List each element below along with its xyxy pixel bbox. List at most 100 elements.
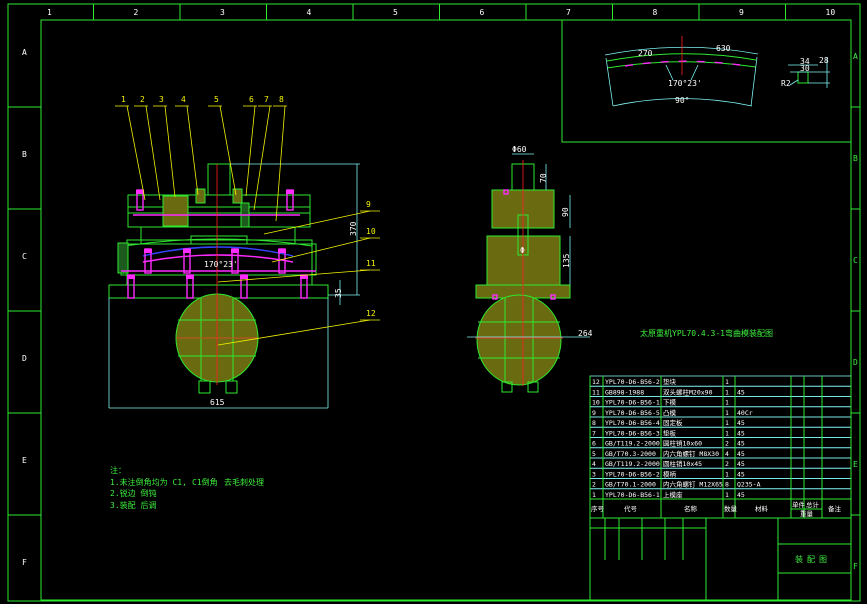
part-leader-label: 6 [249, 95, 254, 104]
detail-view: 270 170°23' 630 90° 34 30 28 R2 [561, 20, 851, 143]
cell-qty: 1 [725, 409, 729, 417]
cell-name: 下模 [663, 398, 677, 407]
bolt-head-icon [286, 190, 294, 194]
cell-name: 固定板 [663, 418, 683, 427]
leader-line [253, 105, 271, 211]
border-row-label: C [22, 252, 27, 261]
cell-material: 45 [737, 419, 745, 427]
note-1: 1.未注倒角均为 C1, [110, 477, 187, 487]
header-single: 单件 [792, 500, 806, 509]
cell-no: 12 [592, 378, 600, 386]
cell-qty: 1 [725, 399, 729, 407]
cell-code: YPL70-D6-B56-1 [605, 399, 660, 407]
leader-line [164, 105, 176, 198]
part-leader-label: 4 [181, 95, 186, 104]
cell-qty: 1 [725, 419, 729, 427]
outer-frame [7, 3, 861, 602]
header-remark: 备注 [828, 504, 842, 513]
part-leader-label: 1 [121, 95, 126, 104]
dim-r2: R2 [781, 79, 791, 88]
dim-90deg: 90° [675, 96, 689, 105]
cell-name: 圆柱销10x60 [663, 439, 702, 448]
border-row-label-right: A [853, 52, 858, 61]
border-row-label-right: F [853, 562, 858, 571]
cell-name: 内六角螺钉 M12X65 [663, 480, 723, 489]
part-leader-label: 10 [366, 227, 376, 236]
dim-135: 135 [562, 253, 571, 268]
cell-material: 45 [737, 460, 745, 468]
leader-line [263, 210, 371, 235]
border-row-label: B [22, 150, 27, 159]
cell-no: 10 [592, 399, 600, 407]
dim-34: 34 [800, 57, 810, 66]
cell-material: 45 [737, 388, 745, 396]
bolt-head-icon [240, 275, 248, 279]
note-2: 2.锐边 倒钝 [110, 488, 156, 498]
cell-no: 1 [592, 491, 596, 499]
cell-qty: 2 [725, 460, 729, 468]
border-col-label: 3 [220, 8, 225, 17]
dim-90: 90 [561, 207, 570, 217]
dim-28: 28 [819, 56, 829, 65]
cell-name: 圆柱销10x45 [663, 459, 702, 468]
border-row-label: F [22, 558, 27, 567]
part-leader-label: 5 [214, 95, 219, 104]
title-block-name: 装配图 [795, 554, 831, 564]
border-row-label-right: E [853, 460, 858, 469]
cell-code: GB/T70.3-2000 [605, 450, 656, 458]
border-col-label: 4 [307, 8, 312, 17]
cell-material: 45 [737, 440, 745, 448]
cell-qty: 1 [725, 429, 729, 437]
header-material: 材料 [755, 504, 769, 513]
dim-35: 35 [334, 288, 343, 298]
cell-material: 40Cr [737, 409, 753, 417]
cell-code: YPL70-D6-B56-1 [605, 491, 660, 499]
cell-name: 双头螺柱M20x90 [663, 387, 713, 396]
part-leader-label: 8 [279, 95, 284, 104]
cell-material: 45 [737, 491, 745, 499]
border-col-label: 1 [47, 8, 52, 17]
header-name: 名称 [684, 504, 698, 513]
bolt-head-icon [231, 249, 239, 253]
cell-code: GB/T119.2-2000 [605, 440, 660, 448]
header-code: 代号 [624, 504, 638, 513]
header-total: 总计 [806, 500, 820, 509]
border-col-label: 9 [739, 8, 744, 17]
border-col-label: 8 [653, 8, 658, 17]
part-leader-label: 2 [140, 95, 145, 104]
leader-line [271, 237, 371, 263]
cell-no: 2 [592, 481, 596, 489]
cell-code: YPL70-D6-B56-3 [605, 429, 660, 437]
bolt-head-icon [186, 275, 194, 279]
header-no: 序号 [591, 504, 605, 513]
cell-code: GB/T70.1-2000 [605, 481, 656, 489]
border-row-label-right: C [853, 256, 858, 265]
cell-code: GB/T119.2-2000 [605, 460, 660, 468]
header-weight: 重量 [800, 510, 814, 518]
cell-qty: 1 [725, 470, 729, 478]
part-leader-label: 9 [366, 200, 371, 209]
dim-630: 630 [716, 44, 731, 53]
part-leader-label: 3 [159, 95, 164, 104]
cell-no: 7 [592, 429, 596, 437]
dim-270: 270 [638, 49, 653, 58]
title-block: 装配图 [589, 517, 852, 601]
bolt-head-icon [127, 275, 135, 279]
cell-name: 内六角螺钉 M8X30 [663, 449, 719, 458]
border-row-label-right: B [853, 154, 858, 163]
dim-370: 370 [349, 221, 358, 236]
leader-line [217, 269, 371, 283]
dim-30: 30 [800, 64, 810, 73]
header-qty: 数量 [724, 504, 738, 513]
border-row-label: A [22, 48, 27, 57]
cell-material: 45 [737, 429, 745, 437]
